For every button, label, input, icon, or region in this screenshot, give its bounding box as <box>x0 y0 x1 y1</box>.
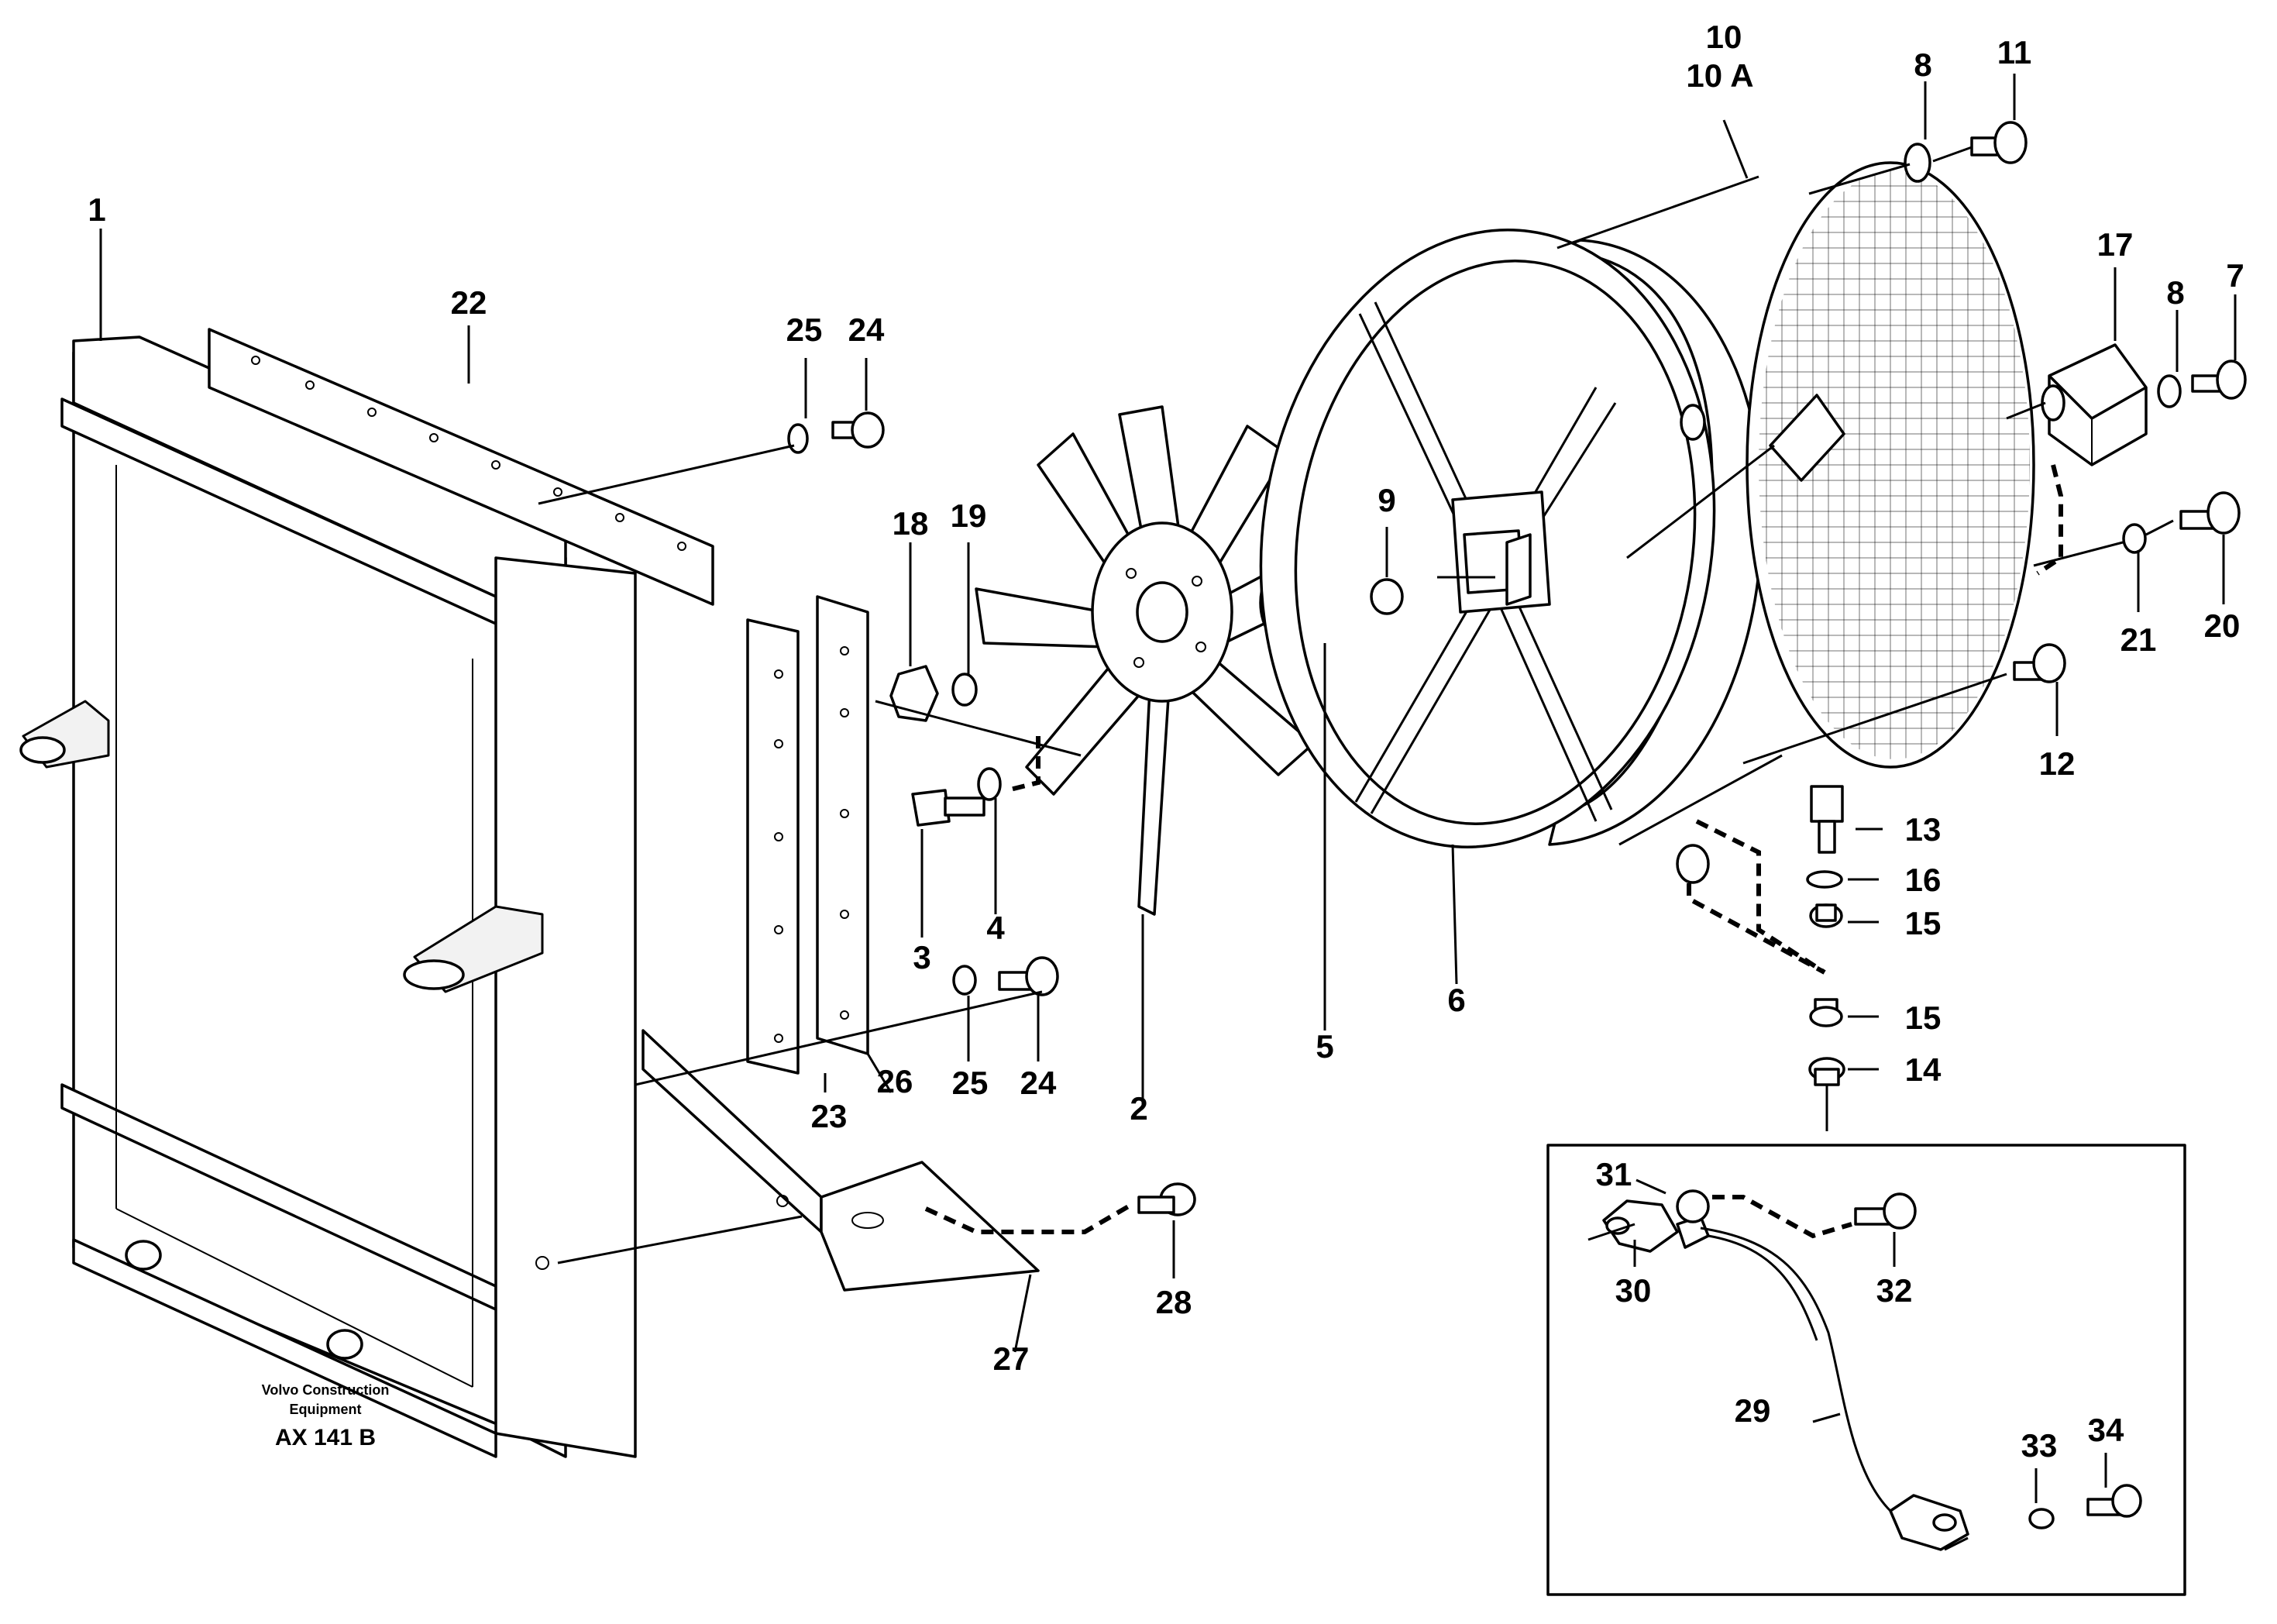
callout-19: 19 <box>951 497 987 534</box>
callout-10: 10 <box>1706 19 1742 55</box>
callout-8-right: 8 <box>2166 274 2184 311</box>
fan-ring-6 <box>1259 229 1765 884</box>
callout-27: 27 <box>993 1340 1030 1377</box>
company-name-line2: Equipment <box>290 1402 362 1417</box>
callout-8-upper: 8 <box>1914 46 1931 83</box>
callout-31: 31 <box>1596 1156 1632 1192</box>
callout-25-upper: 25 <box>786 311 823 348</box>
callout-21: 21 <box>2120 621 2157 658</box>
callout-28: 28 <box>1156 1284 1192 1320</box>
callout-24-upper: 24 <box>848 311 885 348</box>
inset-ground-strap <box>1546 1144 2186 1596</box>
callout-10a: 10 A <box>1686 57 1753 94</box>
callout-7: 7 <box>2226 257 2244 294</box>
callout-23: 23 <box>811 1098 848 1134</box>
bracket-17 <box>2041 343 2148 466</box>
callout-25-lower: 25 <box>952 1065 989 1101</box>
callout-17: 17 <box>2097 226 2134 263</box>
callout-13: 13 <box>1905 811 1942 848</box>
callout-18: 18 <box>893 505 929 542</box>
callout-34: 34 <box>2088 1412 2124 1448</box>
radiator <box>19 335 637 1458</box>
callout-6: 6 <box>1447 982 1465 1018</box>
mounting-strip-22 <box>208 328 714 606</box>
callout-12: 12 <box>2039 745 2076 782</box>
callout-9: 9 <box>1378 482 1395 518</box>
callout-32: 32 <box>1876 1272 1913 1309</box>
callout-2: 2 <box>1130 1090 1147 1127</box>
callout-26: 26 <box>877 1063 913 1099</box>
side-strips <box>746 595 869 1075</box>
callout-3: 3 <box>913 939 930 975</box>
fasteners <box>787 121 2247 1216</box>
callout-4: 4 <box>986 910 1005 946</box>
drawing-caption: Volvo Construction Equipment AX 141 B <box>262 1382 390 1450</box>
callout-15-lower: 15 <box>1905 1000 1942 1036</box>
fan-guard-10 <box>1626 161 2035 769</box>
callout-11: 11 <box>1997 34 2031 71</box>
callout-16: 16 <box>1905 862 1942 898</box>
callout-numbers: 1 2 3 4 5 6 7 8 8 9 10 10 A 11 12 13 14 … <box>88 19 2244 1464</box>
callout-15-upper: 15 <box>1905 905 1942 941</box>
callout-20: 20 <box>2204 607 2241 644</box>
leader-lines <box>99 74 2237 1353</box>
callout-5: 5 <box>1316 1028 1333 1065</box>
callout-14: 14 <box>1905 1051 1942 1088</box>
company-name-line1: Volvo Construction <box>262 1382 390 1398</box>
callout-24-lower: 24 <box>1020 1065 1057 1101</box>
lower-bracket-27 <box>641 1029 1040 1292</box>
callout-22: 22 <box>451 284 487 321</box>
callout-1: 1 <box>88 191 105 228</box>
callout-30: 30 <box>1615 1272 1652 1309</box>
callout-29: 29 <box>1735 1392 1771 1429</box>
drawing-code: AX 141 B <box>275 1425 376 1450</box>
callout-33: 33 <box>2021 1427 2058 1464</box>
